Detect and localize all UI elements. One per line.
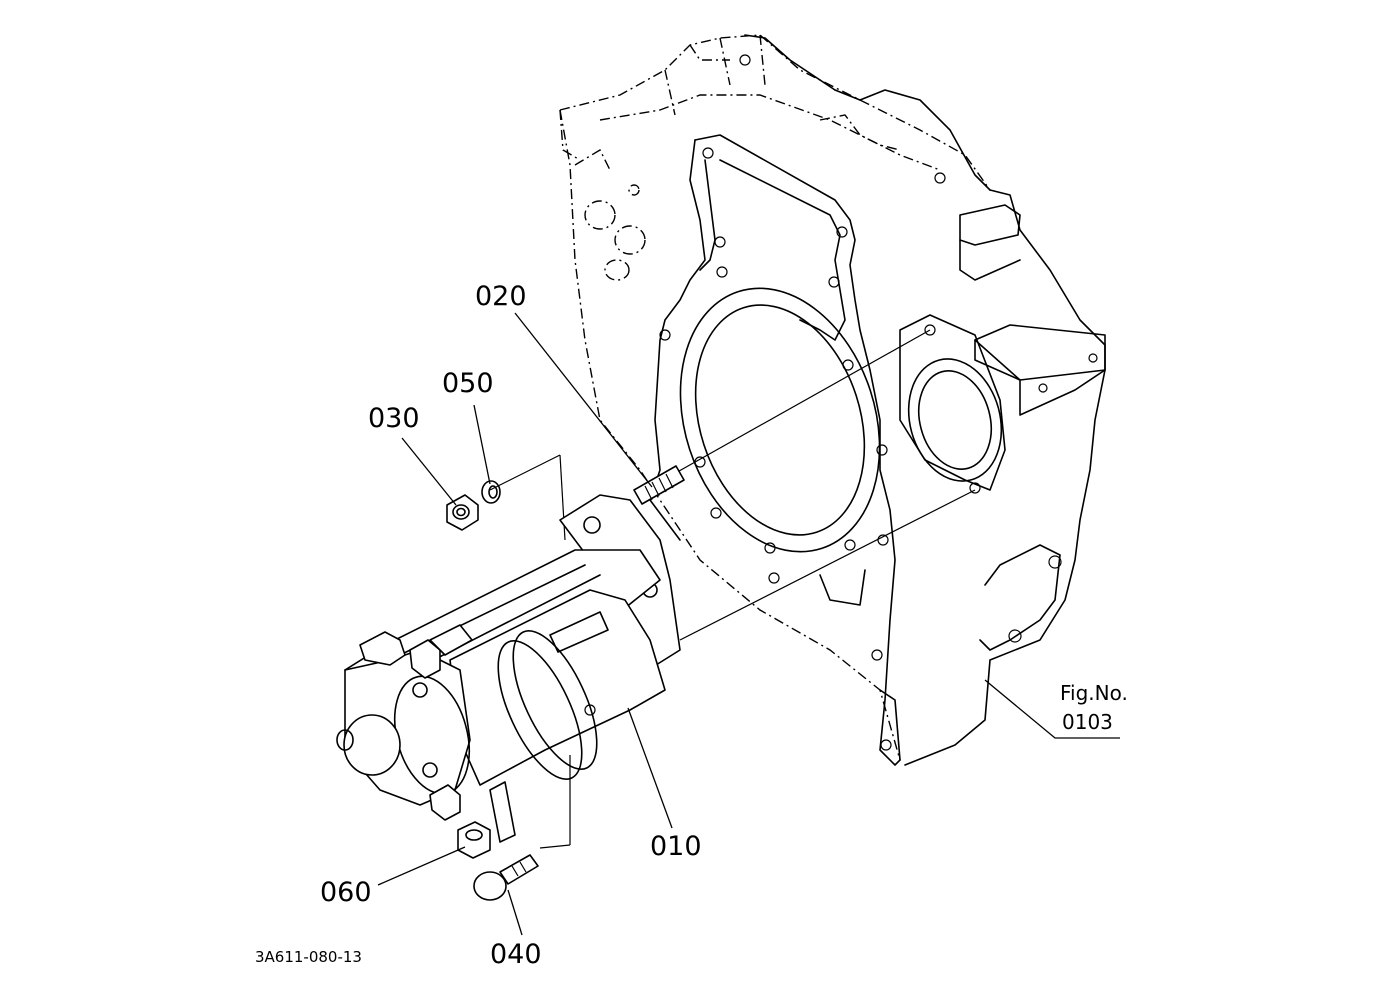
flywheel-housing-outline [559,34,991,761]
stud-bolt-020 [633,465,685,505]
callout-020: 020 [475,281,527,312]
callout-leaders [377,312,1120,936]
nut-060 [457,821,491,859]
callout-050: 050 [442,368,494,399]
callout-010: 010 [650,831,702,862]
housing-body [739,34,1106,766]
figure-ref-number: 0103 [1062,710,1113,734]
callout-030: 030 [368,403,420,434]
callout-040: 040 [490,939,542,970]
starter-motor-010 [336,494,681,843]
callout-060: 060 [320,877,372,908]
engine-plate [649,134,901,766]
drawing-code: 3A611-080-13 [255,948,362,966]
spring-washer-050 [481,480,501,504]
axis-lines [489,329,976,849]
figure-ref-label: Fig.No. [1060,681,1128,705]
bolt-040 [473,854,539,901]
